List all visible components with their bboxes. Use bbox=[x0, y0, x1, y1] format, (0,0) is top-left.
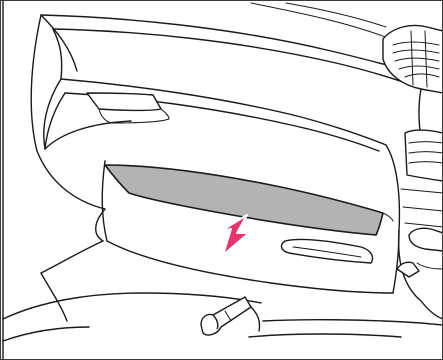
upper-shelf bbox=[45, 79, 386, 151]
glove-box-lid-highlight bbox=[105, 165, 393, 235]
center-console bbox=[386, 89, 443, 301]
hood-release-lever bbox=[201, 297, 260, 335]
left-pillar bbox=[3, 1, 105, 360]
lower-floor bbox=[3, 273, 443, 341]
air-vent bbox=[383, 26, 443, 94]
open-direction-arrow-icon bbox=[221, 215, 249, 255]
dashboard-top bbox=[41, 3, 411, 83]
